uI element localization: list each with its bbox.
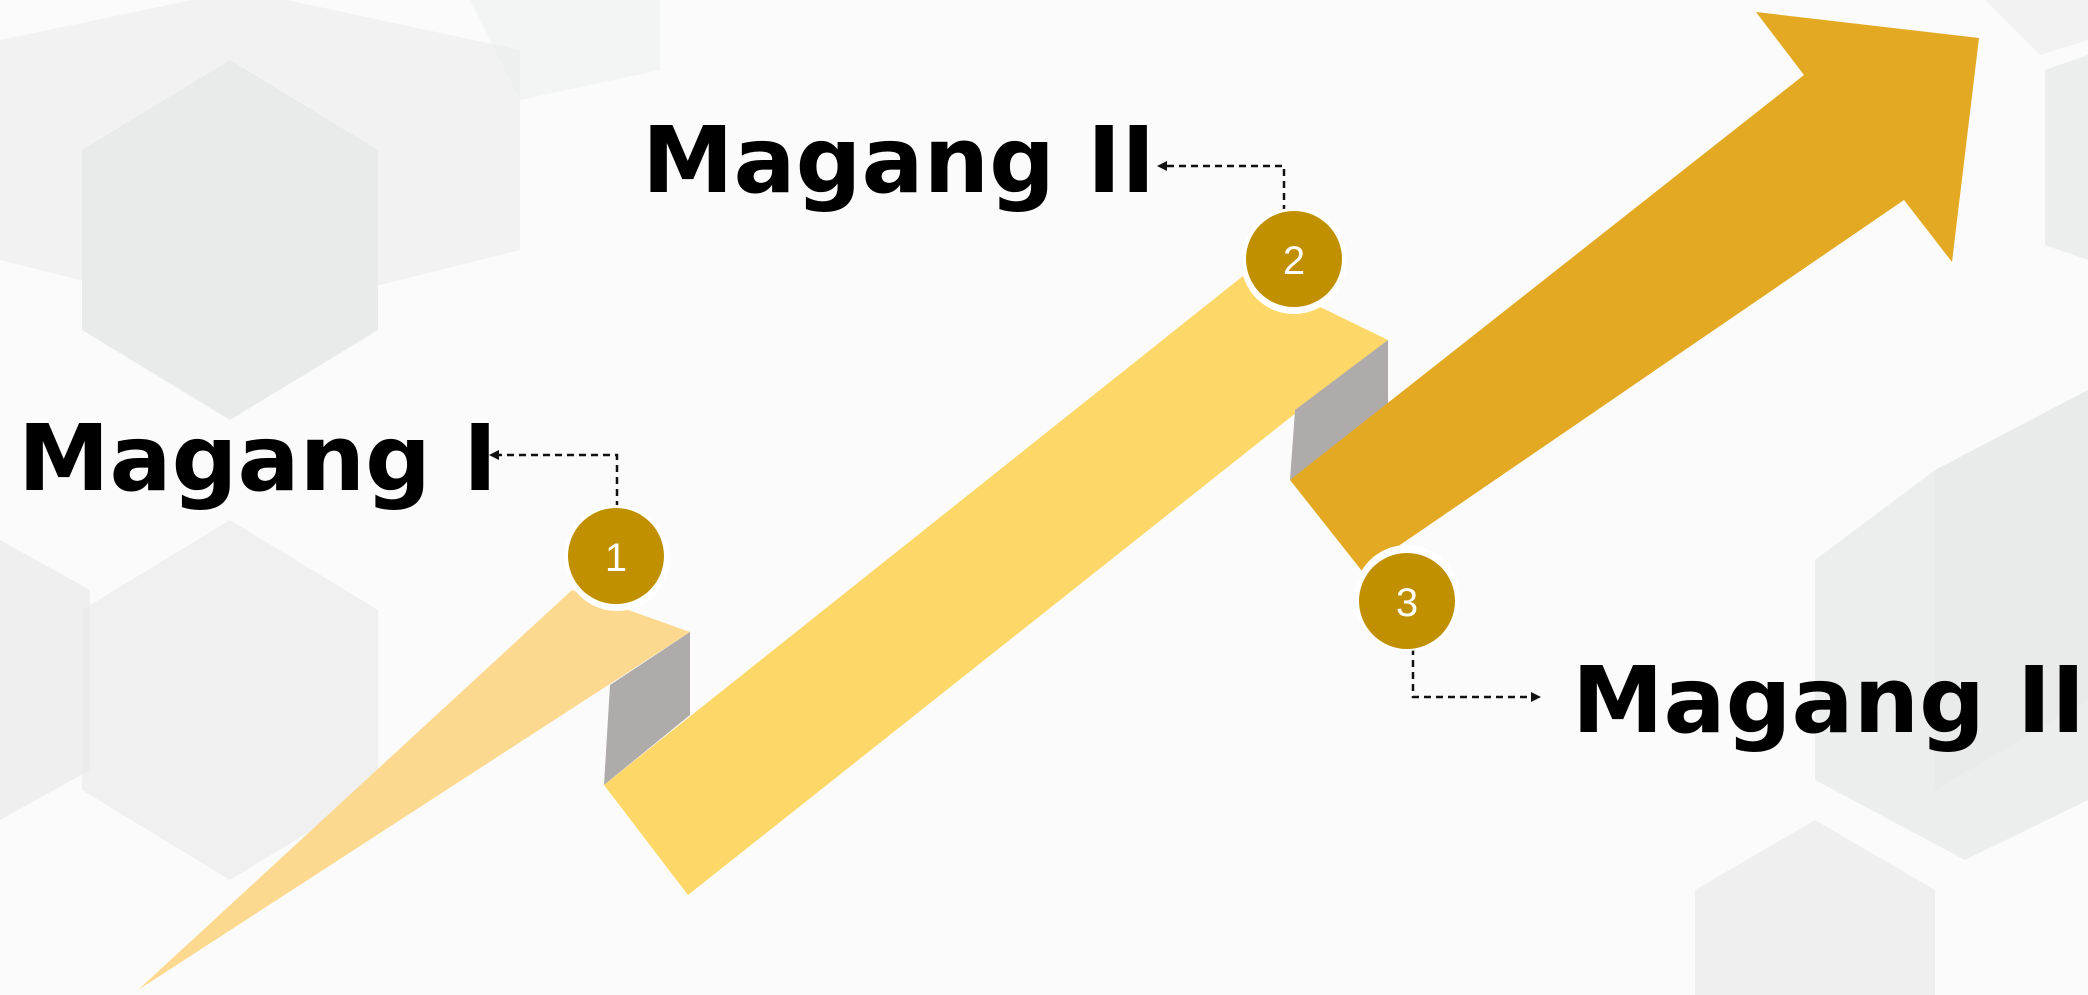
rising-arrow-icon bbox=[1290, 12, 1979, 571]
step-number-3: 3 bbox=[1396, 581, 1418, 625]
hexagon-shape bbox=[0, 0, 520, 320]
hexagon-shape bbox=[1985, 0, 2088, 55]
dashed-arrow-icon bbox=[489, 450, 619, 508]
fold-shadow-1 bbox=[604, 632, 690, 785]
fold-shadow-2 bbox=[1290, 340, 1388, 480]
dashed-arrow-icon bbox=[1157, 161, 1286, 212]
stage-label-3: Magang III bbox=[1572, 647, 2088, 754]
hexagon-shape bbox=[82, 520, 378, 880]
hexagon-shape bbox=[470, 0, 660, 100]
step-badge-2: 2 bbox=[1241, 208, 1347, 314]
step-segment-1 bbox=[138, 590, 690, 990]
hexagon-shape bbox=[0, 540, 90, 820]
step-number-1: 1 bbox=[605, 536, 627, 580]
step-badge-1: 1 bbox=[564, 505, 670, 611]
dashed-arrow-icon bbox=[1411, 648, 1541, 702]
stage-label-1: Magang I bbox=[18, 405, 497, 512]
step-number-2: 2 bbox=[1283, 239, 1305, 283]
stage-label-2: Magang II bbox=[642, 107, 1155, 214]
step-segment-2 bbox=[604, 272, 1388, 895]
hexagon-shape bbox=[1815, 470, 2088, 860]
hexagon-shape bbox=[1695, 820, 1935, 995]
hexagon-shape bbox=[2045, 55, 2088, 260]
step-badge-3: 3 bbox=[1354, 545, 1460, 651]
